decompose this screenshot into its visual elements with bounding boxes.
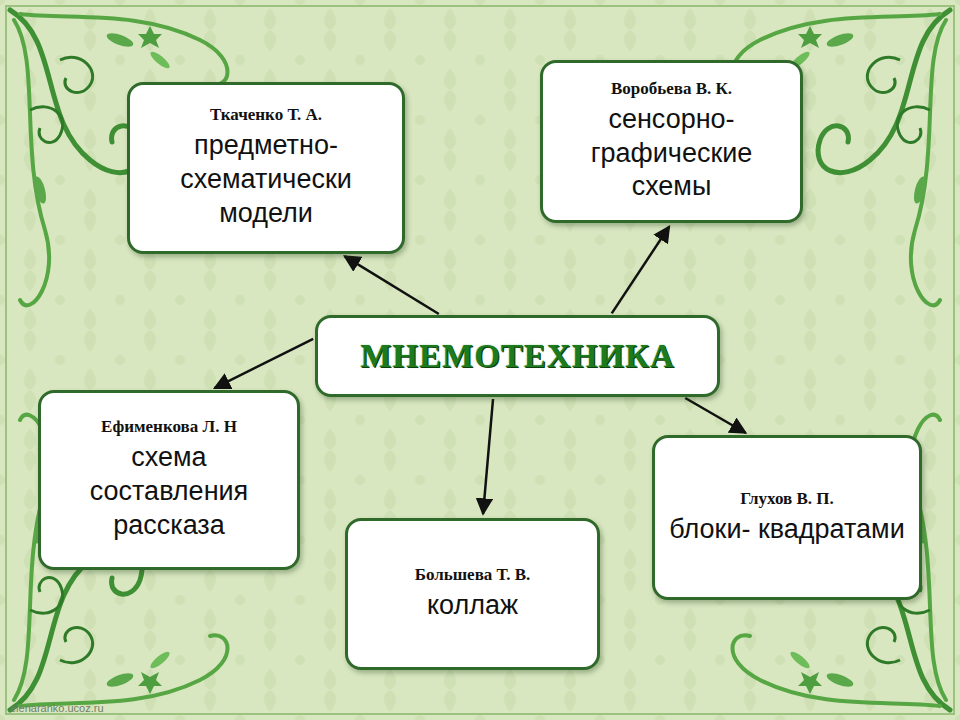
author-box: Воробьева В. К. сенсорно- графические схе…: [540, 60, 803, 223]
node-body: блоки- квадратами: [669, 513, 905, 547]
author-box: Глухов В. П. блоки- квадратами: [652, 435, 922, 600]
node-body: сенсорно- графические схемы: [555, 103, 788, 204]
arrow-connector: [612, 226, 670, 313]
node-body: предметно- схематически модели: [142, 129, 390, 230]
arrow-connector: [214, 339, 313, 388]
author-box: Ефименкова Л. Н схема составления рассказ…: [38, 390, 300, 570]
node-heading: Ткаченко Т. А.: [210, 105, 322, 125]
author-box: Большева Т. В. коллаж: [345, 518, 600, 670]
node-heading: Ефименкова Л. Н: [101, 417, 237, 437]
arrow-connector: [483, 399, 493, 514]
node-heading: Воробьева В. К.: [611, 79, 732, 99]
node-body: коллаж: [427, 589, 518, 623]
arrow-connector: [685, 398, 745, 433]
node-body: схема составления рассказа: [53, 441, 285, 542]
node-heading: Большева Т. В.: [415, 565, 531, 585]
node-heading: Глухов В. П.: [740, 489, 834, 509]
watermark: elenaranko.ucoz.ru: [10, 702, 104, 714]
node-heading: МНЕМОТЕХНИКА: [360, 338, 675, 375]
author-box: Ткаченко Т. А. предметно- схематически мо…: [127, 82, 405, 254]
central-box: МНЕМОТЕХНИКА: [315, 315, 720, 397]
arrow-connector: [344, 256, 438, 314]
